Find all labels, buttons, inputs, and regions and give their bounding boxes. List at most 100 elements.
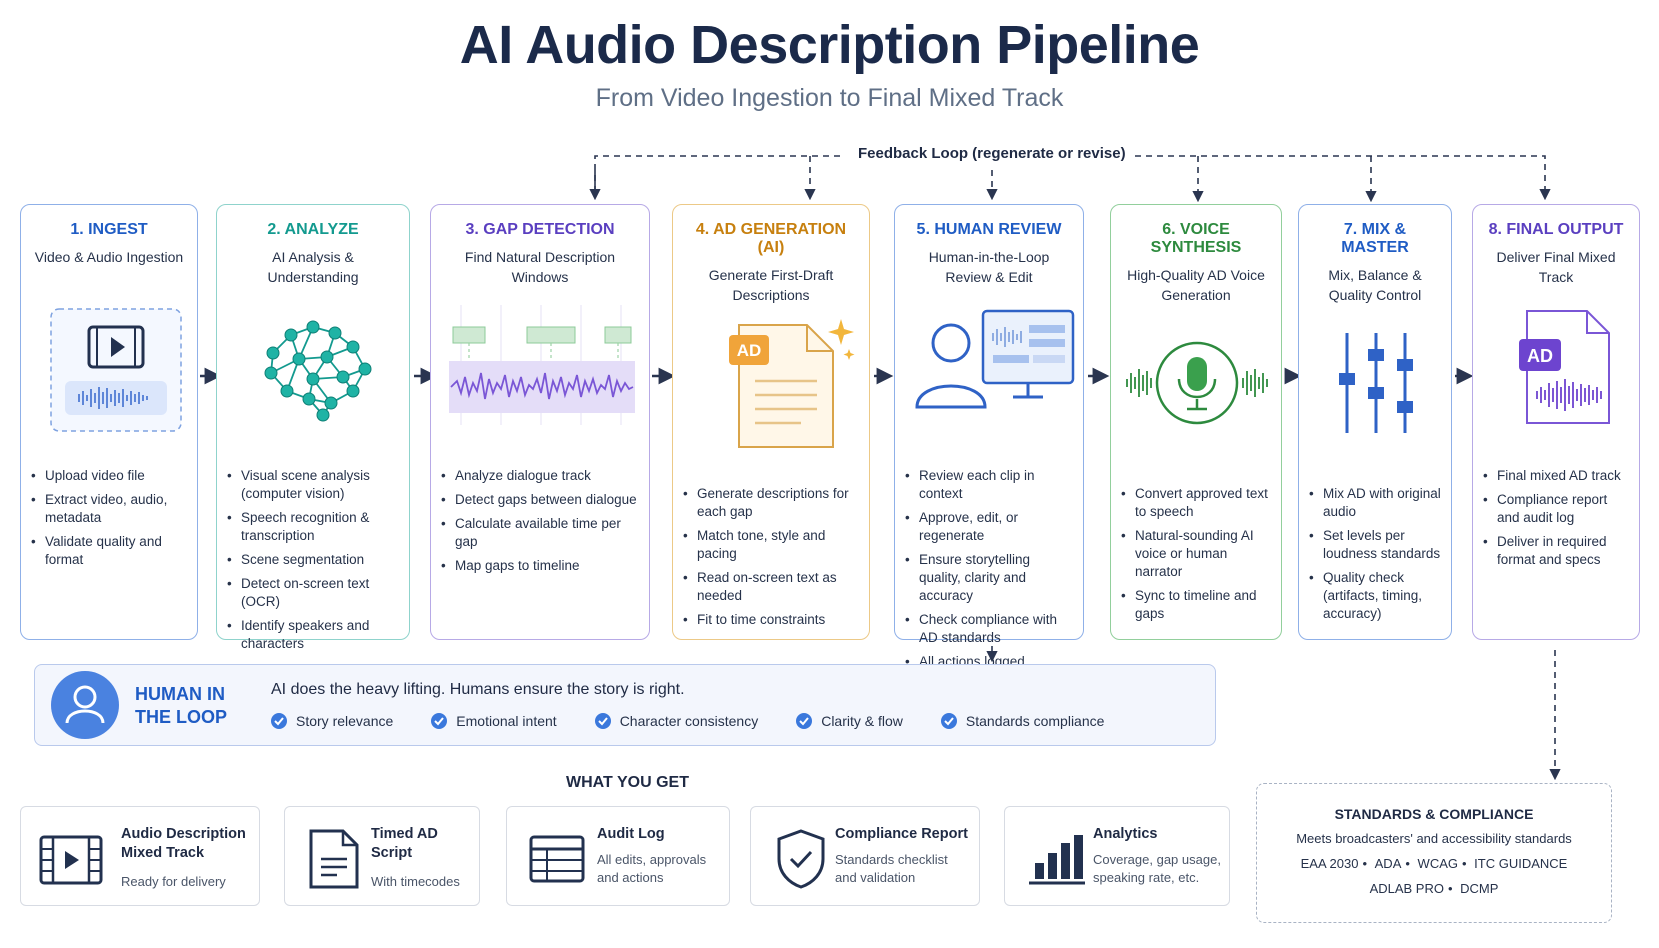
standards-subtitle: Meets broadcasters' and accessibility st… [1296, 831, 1572, 846]
stage-title: 3. GAP DETECTION [465, 221, 615, 238]
feedback-loop-label: Feedback Loop (regenerate or revise) [852, 145, 1132, 162]
check-circle-icon [271, 713, 287, 729]
neural-brain-icon [227, 295, 399, 455]
stage-analyze: 2. ANALYZE AI Analysis & Understanding V… [216, 204, 410, 651]
card-subtitle: With timecodes [371, 874, 460, 889]
mixer-sliders-icon [1309, 313, 1441, 473]
stage-gap-detection: 3. GAP DETECTION Find Natural Descriptio… [430, 204, 650, 640]
ad-badge-label: AD [736, 341, 762, 360]
stage-final-output: 8. FINAL OUTPUT Deliver Final Mixed Trac… [1472, 204, 1640, 640]
card-title: Audio Description Mixed Track [121, 826, 246, 861]
card-title: Audit Log [597, 826, 665, 842]
list-item: Analyze dialogue track [441, 467, 639, 485]
list-item: Natural-sounding AI voice or human narra… [1121, 527, 1271, 581]
list-item: Check compliance with AD standards [905, 611, 1073, 647]
list-item: Ensure storytelling quality, clarity and… [905, 551, 1073, 605]
standards-compliance-box: STANDARDS & COMPLIANCE Meets broadcaster… [1256, 783, 1612, 923]
list-item: Review each clip in context [905, 467, 1073, 503]
list-item: Approve, edit, or regenerate [905, 509, 1073, 545]
stage-mix-master: 7. MIX & MASTER Mix, Balance & Quality C… [1298, 204, 1452, 640]
standard-tag: EAA 2030 [1300, 856, 1359, 871]
stage-ingest: 1. INGEST Video & Audio Ingestion [20, 204, 198, 640]
deliverable-card-audit-log: Audit Log All edits, approvals and actio… [506, 806, 730, 906]
check-item: Standards compliance [940, 713, 1105, 729]
stage-subtitle: Generate First-Draft Descriptions [708, 267, 834, 303]
deliverable-card-analytics: Analytics Coverage, gap usage, speaking … [1004, 806, 1230, 906]
check-item: Character consistency [594, 713, 759, 729]
document-icon [301, 829, 369, 889]
hitl-text: AI does the heavy lifting. Humans ensure… [271, 681, 685, 698]
card-subtitle: Coverage, gap usage, speaking rate, etc. [1093, 852, 1221, 885]
ad-badge-label: AD [1527, 346, 1553, 366]
hitl-checks: Story relevance Emotional intent Charact… [271, 713, 1142, 729]
stage-subtitle: Deliver Final Mixed Track [1496, 249, 1616, 285]
list-item: Mix AD with original audio [1309, 485, 1441, 521]
card-subtitle: All edits, approvals and actions [597, 852, 707, 885]
stage-human-review: 5. HUMAN REVIEW Human-in-the-Loop Review… [894, 204, 1084, 671]
check-circle-icon [431, 713, 448, 729]
card-title: Timed AD Script [371, 826, 438, 861]
table-icon [523, 829, 591, 889]
stage-title: 6. VOICE SYNTHESIS [1150, 221, 1242, 256]
list-item: Set levels per loudness standards [1309, 527, 1441, 563]
list-item: Detect gaps between dialogue [441, 491, 639, 509]
check-label: Character consistency [619, 713, 759, 729]
stage-title: 1. INGEST [70, 221, 148, 238]
microphone-icon [1121, 313, 1271, 473]
check-label: Standards compliance [965, 713, 1105, 729]
list-item: Identify speakers and characters [227, 617, 399, 653]
standards-row: ADLAB PRO• DCMP [1369, 881, 1499, 896]
stage-subtitle: AI Analysis & Understanding [267, 249, 359, 285]
card-subtitle: Ready for delivery [121, 874, 226, 889]
bar-chart-icon [1021, 829, 1089, 889]
check-label: Emotional intent [456, 713, 557, 729]
film-audio-icon [31, 295, 187, 455]
list-item: Validate quality and format [31, 533, 187, 569]
standard-tag: ADA [1374, 856, 1402, 871]
check-label: Story relevance [296, 713, 394, 729]
shield-check-icon [767, 829, 835, 889]
ad-audio-file-icon: AD [1483, 295, 1629, 455]
list-item: Map gaps to timeline [441, 557, 639, 575]
standard-tag: WCAG [1417, 856, 1458, 871]
list-item: Visual scene analysis (computer vision) [227, 467, 399, 503]
check-item: Emotional intent [431, 713, 557, 729]
list-item: Convert approved text to speech [1121, 485, 1271, 521]
list-item: Quality check (artifacts, timing, accura… [1309, 569, 1441, 623]
page-subtitle: From Video Ingestion to Final Mixed Trac… [595, 84, 1064, 112]
feedback-loop-line-right [1124, 155, 1551, 201]
stage-voice-synthesis: 6. VOICE SYNTHESIS High-Quality AD Voice… [1110, 204, 1282, 640]
list-item: Final mixed AD track [1483, 467, 1629, 485]
card-title: Analytics [1093, 826, 1158, 842]
stage-subtitle: Mix, Balance & Quality Control [1328, 267, 1422, 303]
waveform-gaps-icon [441, 295, 639, 455]
list-item: Match tone, style and pacing [683, 527, 859, 563]
list-item: Upload video file [31, 467, 187, 485]
check-circle-icon [796, 713, 813, 729]
deliverable-card-compliance-report: Compliance Report Standards checklist an… [750, 806, 980, 906]
check-label: Clarity & flow [821, 713, 903, 729]
stage-title: 8. FINAL OUTPUT [1488, 221, 1624, 238]
check-item: Story relevance [271, 713, 393, 729]
standard-tag: DCMP [1460, 881, 1499, 896]
ad-document-sparkle-icon: AD [683, 313, 859, 473]
list-item: Calculate available time per gap [441, 515, 639, 551]
stage-ad-generation: 4. AD GENERATION (AI) Generate First-Dra… [672, 204, 870, 640]
hitl-title: HUMAN IN THE LOOP [135, 684, 228, 727]
what-you-get-title: WHAT YOU GET [566, 774, 689, 791]
list-item: Extract video, audio, metadata [31, 491, 187, 527]
list-item: Sync to timeline and gaps [1121, 587, 1271, 623]
stage-subtitle: Human-in-the-Loop Review & Edit [928, 249, 1050, 285]
card-title: Compliance Report [835, 826, 968, 842]
list-item: Deliver in required format and specs [1483, 533, 1629, 569]
film-icon [37, 829, 105, 889]
list-item: Detect on-screen text (OCR) [227, 575, 399, 611]
stage-title: 7. MIX & MASTER [1341, 221, 1409, 256]
card-subtitle: Standards checklist and validation [835, 852, 948, 885]
check-circle-icon [594, 713, 611, 729]
list-item: Generate descriptions for each gap [683, 485, 859, 521]
check-circle-icon [940, 713, 957, 729]
list-item: Read on-screen text as needed [683, 569, 859, 605]
stage-title: 4. AD GENERATION (AI) [695, 221, 847, 256]
user-avatar-icon [51, 671, 119, 739]
